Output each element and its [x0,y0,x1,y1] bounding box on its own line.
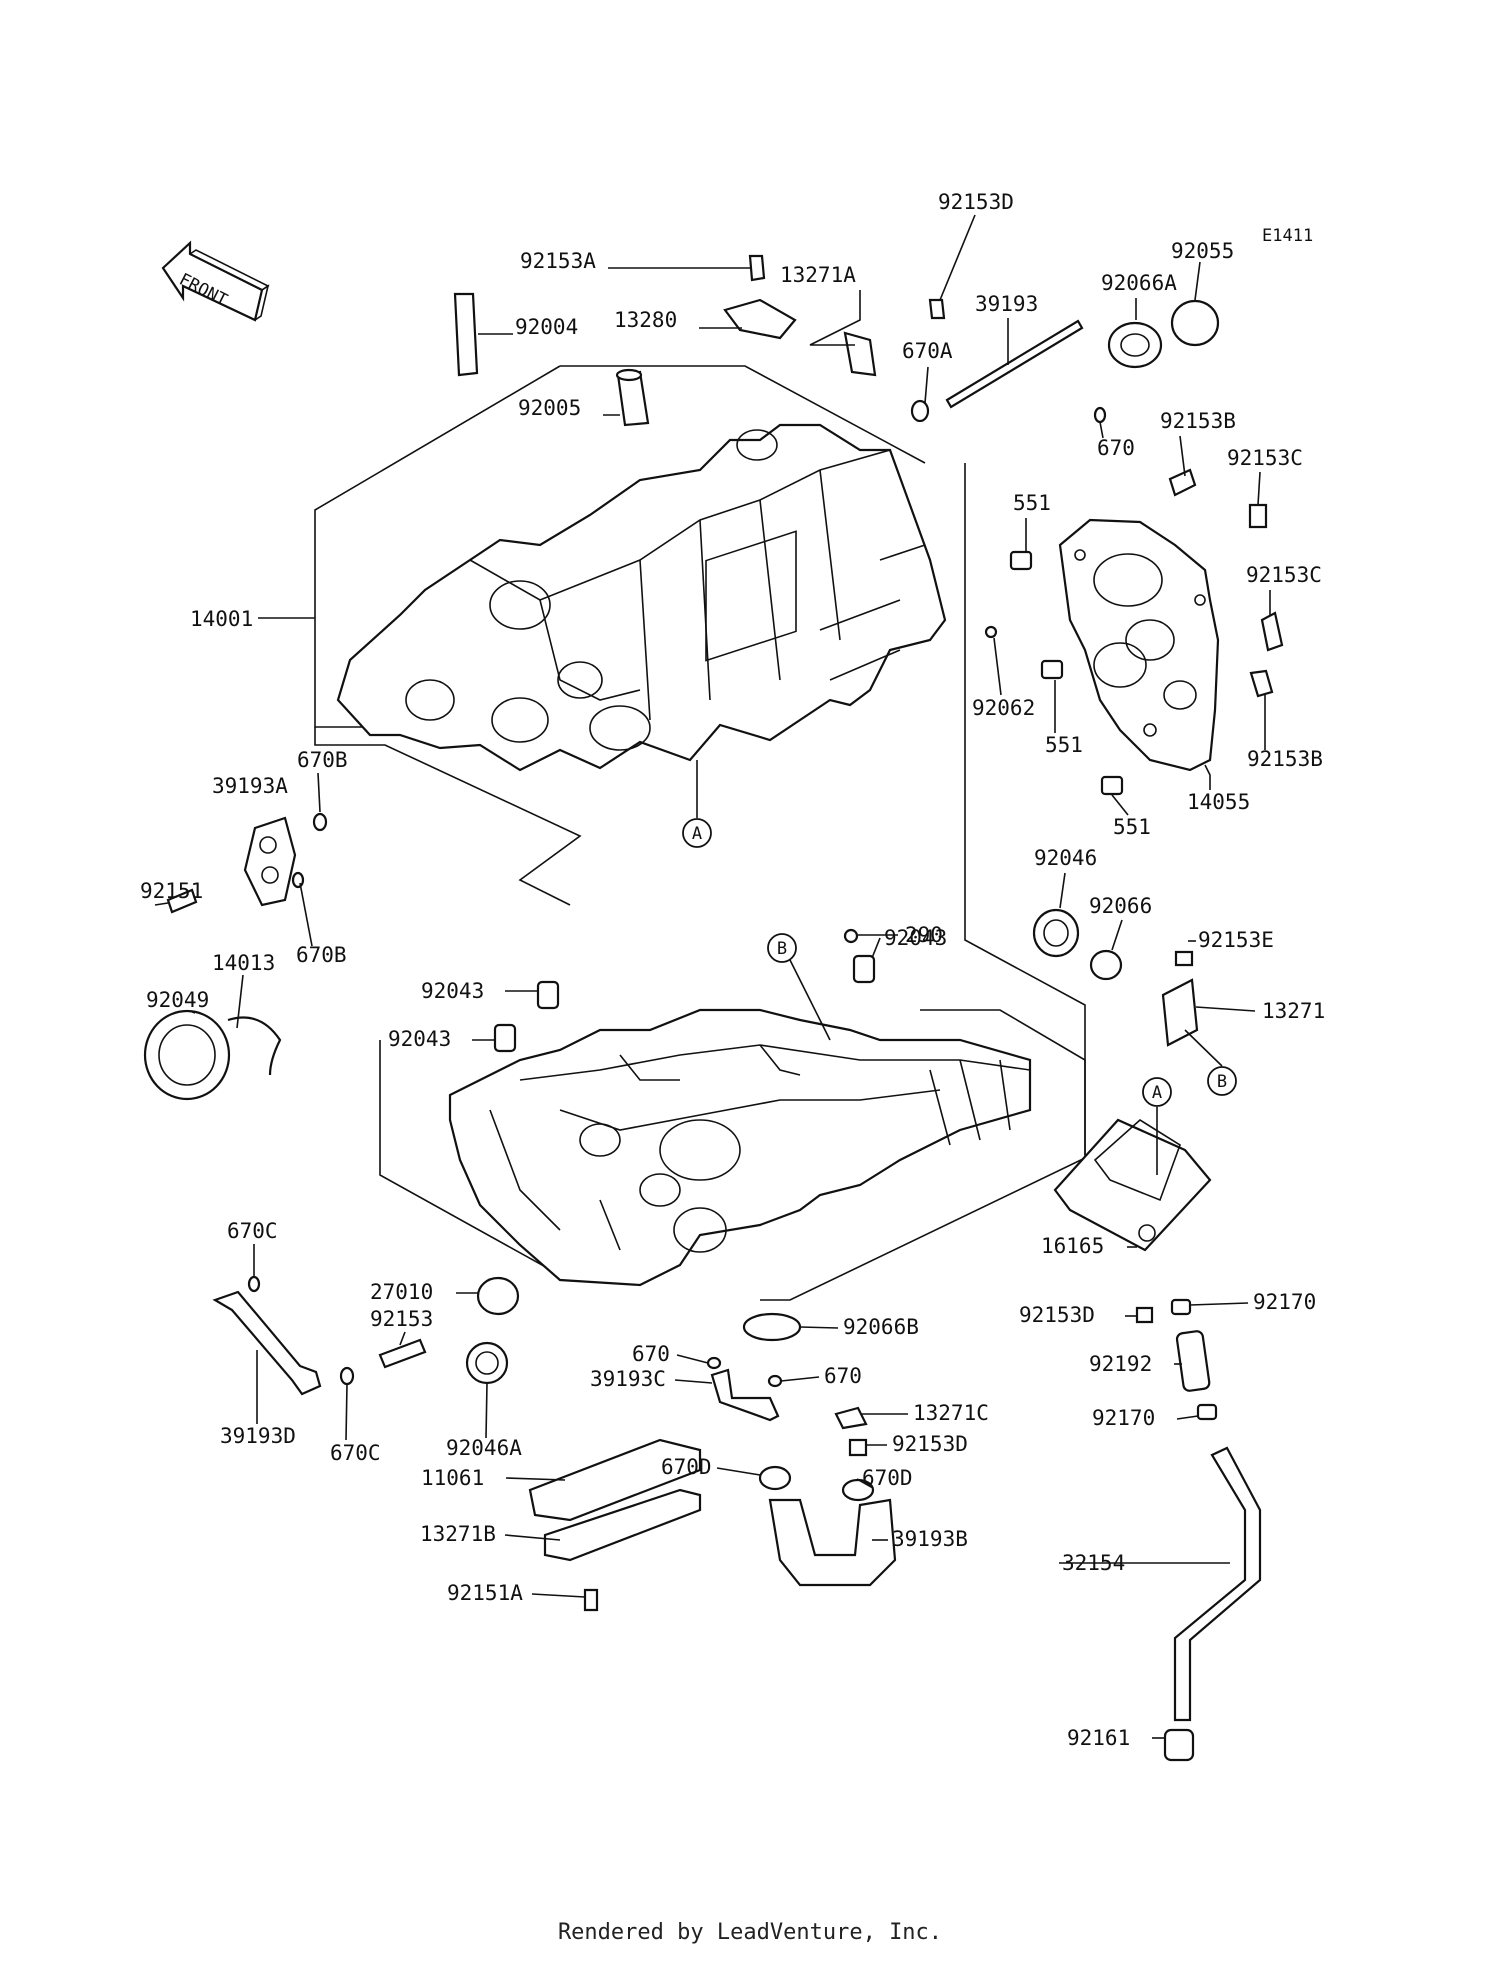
part-label-670c: 670C [227,1219,278,1243]
part-label-92005: 92005 [518,396,581,420]
part-label-27010: 27010 [370,1280,433,1304]
part-label-13271c: 13271C [913,1401,989,1425]
part-label-92153a: 92153A [520,249,596,273]
part-label-92066: 92066 [1089,894,1152,918]
part-label-16165: 16165 [1041,1234,1104,1258]
part-label-92046: 92046 [1034,846,1097,870]
part-label-39193a: 39193A [212,774,288,798]
part-label-14055: 14055 [1187,790,1250,814]
part-label-13271b: 13271B [420,1522,496,1546]
part-label-39193: 39193 [975,292,1038,316]
part-label-92153d: 92153D [892,1432,968,1456]
part-label-14013: 14013 [212,951,275,975]
gear-case-cover [1058,518,1220,772]
hardware-parts [143,254,1284,1762]
part-label-92161: 92161 [1067,1726,1130,1750]
part-label-92066a: 92066A [1101,271,1177,295]
callout-circle [682,818,712,848]
part-label-670d: 670D [862,1466,913,1490]
part-label-92192: 92192 [1089,1352,1152,1376]
part-label-670: 670 [1097,436,1135,460]
part-label-92153b: 92153B [1247,747,1323,771]
leader-lines [154,214,1271,1739]
part-label-92151a: 92151A [447,1581,523,1605]
part-label-670d: 670D [661,1455,712,1479]
callout-letter: B [1217,1072,1227,1092]
upper-crankcase [336,423,947,772]
callout-a: A [1142,1077,1172,1107]
callout-b: B [1207,1066,1237,1096]
callout-circle [767,933,797,963]
part-label-670: 670 [824,1364,862,1388]
part-label-13271: 13271 [1262,999,1325,1023]
part-label-670b: 670B [296,943,347,967]
part-label-92153: 92153 [370,1307,433,1331]
part-label-92046a: 92046A [446,1436,522,1460]
part-label-92004: 92004 [515,315,578,339]
part-label-92043: 92043 [388,1027,451,1051]
part-label-290: 290 [905,923,943,947]
callout-letter: A [1152,1083,1162,1103]
part-label-14001: 14001 [190,607,253,631]
part-label-670a: 670A [902,339,953,363]
part-label-670c: 670C [330,1441,381,1465]
part-label-39193c: 39193C [590,1367,666,1391]
part-label-92049: 92049 [146,988,209,1012]
front-arrow-icon: FRONT [161,240,270,322]
lower-crankcase-group-lines [379,1009,1086,1301]
part-label-92153e: 92153E [1198,928,1274,952]
footer-credit: Rendered by LeadVenture, Inc. [557,1920,943,1945]
part-label-92153c: 92153C [1227,446,1303,470]
callout-circle [1142,1077,1172,1107]
part-label-92153d: 92153D [1019,1303,1095,1327]
part-label-92170: 92170 [1092,1406,1155,1430]
part-label-92066b: 92066B [843,1315,919,1339]
part-label-92153d: 92153D [938,190,1014,214]
part-label-13271a: 13271A [780,263,856,287]
part-label-551: 551 [1113,815,1151,839]
part-label-92153b: 92153B [1160,409,1236,433]
part-label-92151: 92151 [140,879,203,903]
part-label-92153c: 92153C [1246,563,1322,587]
part-label-551: 551 [1045,733,1083,757]
callout-letter: B [777,939,787,959]
part-label-670: 670 [632,1342,670,1366]
part-label-39193d: 39193D [220,1424,296,1448]
part-label-670b: 670B [297,748,348,772]
part-label-92043: 92043 [884,926,947,950]
part-label-92062: 92062 [972,696,1035,720]
reference-callouts: A B B A [682,818,1237,1107]
part-label-32154: 32154 [1062,1551,1125,1575]
callout-circle [1207,1066,1237,1096]
part-label-551: 551 [1013,491,1051,515]
part-label-92055: 92055 [1171,239,1234,263]
part-label-11061: 11061 [421,1466,484,1490]
part-label-13280: 13280 [614,308,677,332]
callout-b: B [767,933,797,963]
part-label-39193b: 39193B [892,1527,968,1551]
part-label-92170: 92170 [1253,1290,1316,1314]
callout-a: A [682,818,712,848]
part-label-92043: 92043 [421,979,484,1003]
callout-letter: A [692,824,702,844]
lower-crankcase [448,1008,1032,1287]
figure-code: E1411 [1262,226,1313,246]
